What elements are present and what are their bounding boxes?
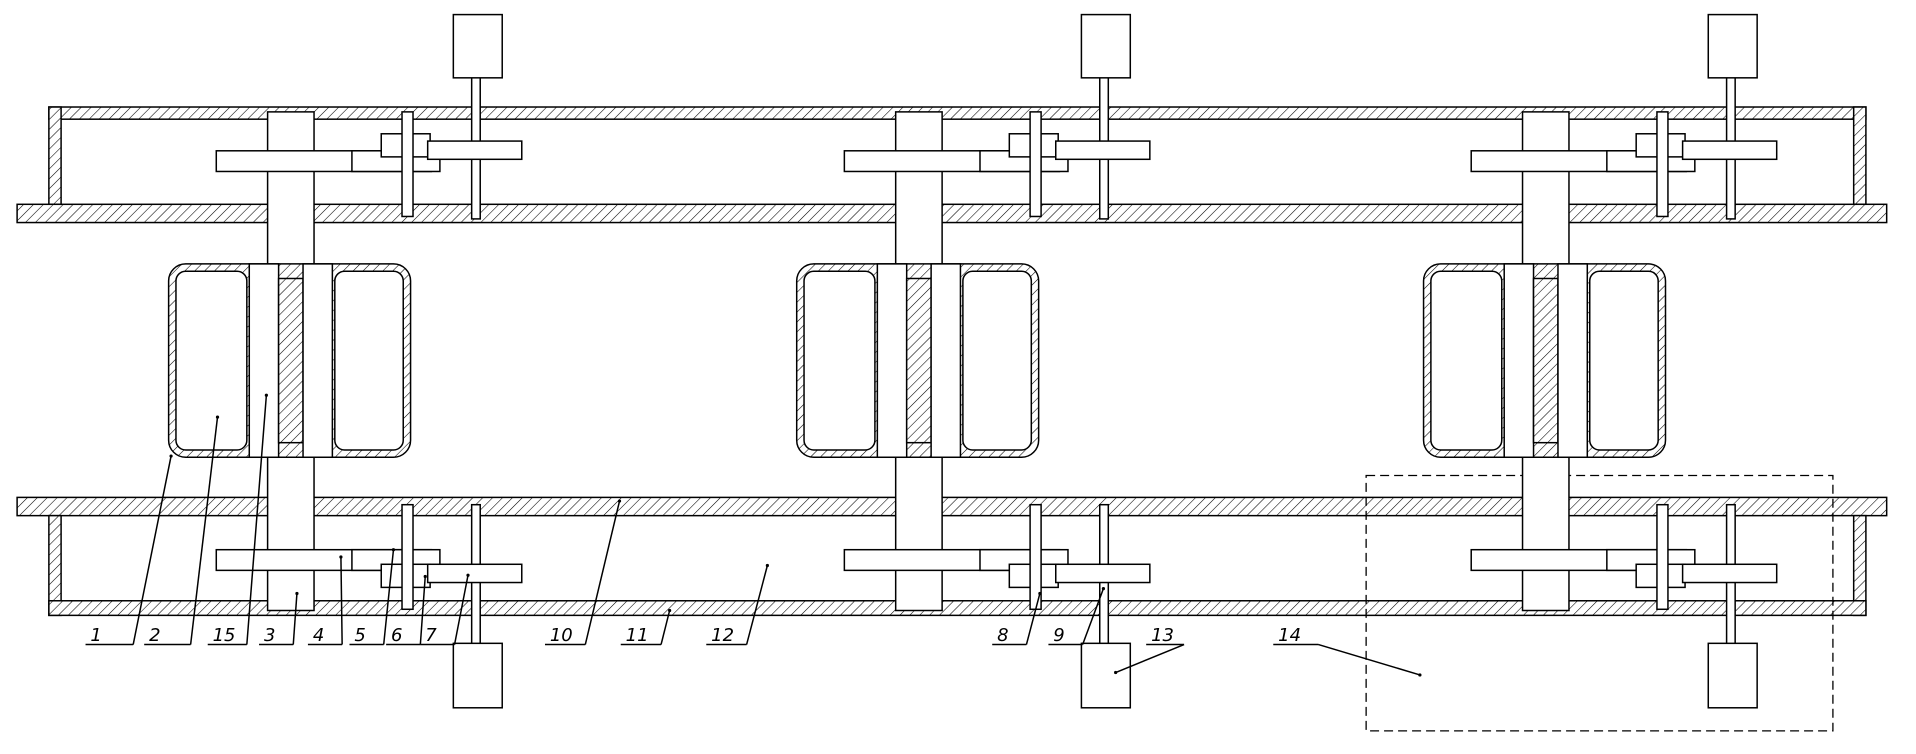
roller-sleeve-right xyxy=(930,263,962,459)
roller-sleeve-right xyxy=(1557,263,1589,459)
roller-sleeve-2 xyxy=(1503,263,1535,459)
upper-arm xyxy=(1681,140,1778,161)
label-2-leader xyxy=(189,417,219,645)
roller-chamber-right xyxy=(334,270,404,451)
label-2: 2 xyxy=(149,625,160,646)
label-12-leader xyxy=(745,565,769,645)
label-12: 12 xyxy=(711,625,734,646)
label-10: 10 xyxy=(550,625,573,646)
lower-motor xyxy=(1707,642,1758,709)
roller-core-15 xyxy=(1532,277,1559,444)
label-15: 15 xyxy=(213,625,236,646)
label-14-leader xyxy=(1318,643,1421,676)
lower-rail-10 xyxy=(16,496,1888,517)
upper-pin xyxy=(401,111,414,218)
part-labels: 1 2 15 3 4 5 6 7 10 11 12 8 9 13 14 xyxy=(90,625,1301,646)
upper-housing-wall-left xyxy=(48,106,62,206)
roller-chamber-left xyxy=(175,270,248,451)
lower-arm xyxy=(426,563,523,584)
label-11-leader xyxy=(660,610,671,645)
upper-pin xyxy=(1656,111,1669,218)
label-7-leader xyxy=(453,575,469,645)
upper-arm xyxy=(426,140,523,161)
label-15-leader xyxy=(246,395,268,645)
upper-motor xyxy=(1080,13,1132,79)
label-13-arrowhead xyxy=(1114,670,1118,675)
lower-pin xyxy=(1656,503,1669,611)
label-1-leader xyxy=(132,455,172,645)
upper-arm xyxy=(1055,140,1151,161)
lower-pin xyxy=(401,503,414,611)
lower-motor xyxy=(1080,642,1132,709)
bottom-plate-11 xyxy=(48,600,1867,617)
upper-housing-wall-right xyxy=(1852,106,1867,206)
label-6-leader xyxy=(419,576,426,645)
roller-unit-1 xyxy=(167,13,523,709)
label-9-leader xyxy=(1081,588,1105,645)
lower-arm xyxy=(1055,563,1151,584)
label-13: 13 xyxy=(1151,625,1174,646)
label-13-leader xyxy=(1115,643,1185,674)
label-4: 4 xyxy=(313,625,324,646)
upper-motor xyxy=(452,13,503,79)
detail-box-14 xyxy=(1365,474,1834,732)
roller-sleeve-right xyxy=(302,263,334,459)
label-3-arrowhead xyxy=(295,591,299,596)
roller-units xyxy=(167,13,1778,709)
label-10-leader xyxy=(584,500,621,645)
label-14-arrowhead xyxy=(1418,673,1422,677)
label-6-arrowhead xyxy=(423,574,427,579)
label-10-arrowhead xyxy=(617,499,622,503)
label-14: 14 xyxy=(1278,625,1301,646)
label-3: 3 xyxy=(264,625,275,646)
leader-lines xyxy=(85,393,1422,677)
label-11: 11 xyxy=(626,625,649,646)
roller-chamber-left xyxy=(803,270,876,451)
upper-housing-wall-top xyxy=(48,106,1867,120)
upper-pin xyxy=(1029,111,1042,218)
label-12-arrowhead xyxy=(765,563,769,568)
label-11-arrowhead xyxy=(668,608,672,613)
label-1-arrowhead xyxy=(169,454,173,458)
lower-motor xyxy=(452,642,503,709)
lower-arm xyxy=(1681,563,1778,584)
label-5-leader xyxy=(382,549,395,645)
label-15-arrowhead xyxy=(264,393,268,397)
roller-chamber-right xyxy=(962,270,1033,451)
upper-rail xyxy=(16,203,1888,224)
roller-core-15 xyxy=(277,277,304,444)
label-1: 1 xyxy=(90,625,101,646)
label-5: 5 xyxy=(354,625,365,646)
roller-chamber-right xyxy=(1588,270,1659,451)
label-9: 9 xyxy=(1053,625,1064,646)
label-5-arrowhead xyxy=(391,548,396,552)
roller-unit-2 xyxy=(795,13,1151,709)
housing-frame xyxy=(16,106,1888,732)
label-8-leader xyxy=(1025,593,1041,645)
label-8: 8 xyxy=(997,625,1008,646)
upper-motor xyxy=(1707,13,1758,79)
label-7-arrowhead xyxy=(466,573,470,577)
label-4-arrowhead xyxy=(339,555,343,559)
label-3-leader xyxy=(292,593,298,645)
label-8-arrowhead xyxy=(1038,591,1042,596)
label-7: 7 xyxy=(425,625,437,646)
roller-sleeve-2 xyxy=(876,263,908,459)
label-2-arrowhead xyxy=(215,415,220,419)
label-4-leader xyxy=(340,556,343,645)
roller-core-15 xyxy=(905,277,932,444)
roller-unit-3 xyxy=(1422,13,1778,709)
roller-chamber-left xyxy=(1430,270,1503,451)
label-9-arrowhead xyxy=(1101,587,1106,591)
label-6: 6 xyxy=(391,625,402,646)
